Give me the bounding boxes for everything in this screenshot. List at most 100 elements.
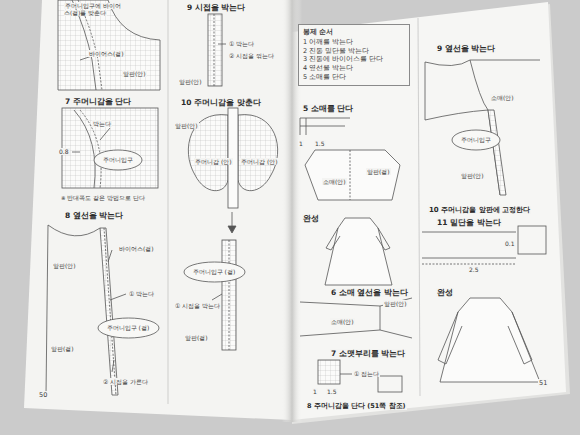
step-heading: 10 주머니감을 앞판에 고정한다 [428, 206, 531, 214]
part-label: 소매(안) [322, 178, 347, 185]
part-label: 51 [538, 379, 548, 387]
step-item: 3 진동에 바이어스를 단다 [303, 55, 405, 64]
part-label: 1 [298, 140, 304, 147]
part-label: ① 박는다 [228, 40, 255, 47]
part-label: 주머니입구에 바이어스(겉)를 맞춘다 [64, 3, 121, 16]
part-label: ② 시접을 꺾는다 [228, 52, 275, 59]
part-label: 1.5 [314, 140, 326, 147]
part-label: 50 [38, 391, 48, 399]
part-label: ① 시접을 박는다 [174, 302, 221, 309]
step-heading: 6 소매 옆선을 박는다 [330, 288, 409, 297]
part-label: ② 시접을 가른다 [102, 378, 149, 385]
part-label: 2.5 [468, 266, 480, 273]
part-label: ② 시접을 가른다 [102, 378, 149, 385]
part-label: 앞판(안) [460, 172, 485, 179]
part-label: 0.8 [58, 148, 70, 155]
oval-label: 주머니입구 [461, 136, 491, 143]
part-label: 소매(안) [330, 318, 355, 325]
part-label: 주머니감 (안) [194, 158, 233, 165]
part-label: 박는다 [92, 120, 112, 127]
part-label: 바이어스(겉) [88, 50, 125, 57]
part-label: 주머니감 (안) [240, 158, 279, 165]
part-label: 1.5 [314, 140, 326, 147]
step-heading: 11 밑단을 박는다 [436, 218, 502, 227]
step-heading: 10 주머니감을 앞판에 고정한다 [428, 206, 531, 214]
step-item: 1 어깨를 박는다 [303, 38, 405, 47]
step-heading: 7 주머니감을 단다 [64, 97, 132, 106]
step-heading: 10 주머니감을 맞춘다 [180, 98, 262, 107]
part-label: 주머니감 (안) [240, 158, 279, 165]
part-label: 앞판(겉) [366, 168, 391, 175]
part-label: 앞판(안) [122, 70, 147, 77]
oval-outline [98, 318, 159, 338]
part-label: 앞판(안) [122, 70, 147, 77]
step-heading: 7 소맷부리를 박는다 [330, 349, 406, 358]
oval-outline [452, 130, 500, 150]
part-label: 앞판(안) [52, 262, 77, 269]
step-heading: 완성 [436, 288, 454, 297]
part-label: 1.5 [326, 388, 338, 395]
part-label: 주머니감 (안) [194, 158, 233, 165]
pocket-oval: 주머니입구 [451, 129, 501, 151]
step-heading: 8 옆선을 박는다 [64, 211, 124, 220]
part-label: 0.1 [504, 240, 516, 247]
step-heading: 9 시접을 박는다 [186, 3, 246, 12]
part-label: 앞판(안) [178, 78, 203, 85]
step-heading: 9 옆선을 박는다 [436, 44, 496, 53]
part-label: 앞판(겉) [184, 334, 209, 341]
part-label: 앞판(안) [52, 262, 77, 269]
step-heading: 8 주머니감을 단다 (51쪽 참조) [306, 403, 407, 411]
part-label: 앞판(겉) [50, 345, 75, 352]
part-label: ① 박는다 [128, 290, 155, 297]
part-label: 2.5 [468, 266, 480, 273]
step-item: 5 소매를 단다 [303, 73, 405, 82]
step-heading: 6 소매 옆선을 박는다 [330, 288, 409, 297]
part-label: 앞판(겉) [50, 345, 75, 352]
instruction-box: 봉제 순서1 어깨를 박는다2 진동 밑단을 박는다3 진동에 바이어스를 단다… [298, 24, 410, 86]
part-label: ① 박는다 [128, 290, 155, 297]
part-label: 1 [312, 388, 318, 395]
step-heading: 7 주머니감을 단다 [64, 97, 132, 106]
step-heading: 완성 [436, 288, 454, 297]
part-label: ※ 반대쪽도 같은 방법으로 단다 [60, 195, 146, 201]
part-label: 소매(안) [490, 94, 515, 101]
part-label: ※ 반대쪽도 같은 방법으로 단다 [60, 195, 146, 202]
pocket-oval: 주머니입구 [93, 149, 143, 171]
part-label: 앞판(안) [174, 122, 199, 129]
step-heading: 8 주머니감을 단다 (51쪽 참조) [306, 402, 407, 410]
part-label: 앞판(안) [383, 300, 408, 307]
step-heading: 완성 [302, 214, 320, 223]
part-label: 1 [312, 388, 318, 395]
part-label: 1.5 [326, 388, 338, 395]
step-heading: 7 소맷부리를 박는다 [330, 349, 406, 358]
part-label: 앞판(겉) [366, 168, 391, 175]
part-label: 앞판(안) [383, 300, 408, 307]
part-label: 앞판(겉) [184, 334, 209, 341]
part-label: 1 [298, 140, 304, 147]
part-label: ① 박는다 [228, 40, 255, 47]
part-label: ① 접는다 [353, 370, 380, 377]
part-label: ② 시접을 꺾는다 [228, 52, 275, 59]
part-label: 50 [38, 392, 48, 400]
step-heading: 5 소매를 단다 [302, 104, 354, 113]
step-heading: 10 주머니감을 맞춘다 [180, 98, 262, 107]
part-label: 소매(안) [322, 178, 347, 185]
box-heading: 봉제 순서 [303, 28, 405, 37]
part-label: 앞판(안) [178, 78, 203, 85]
oval-outline [184, 262, 245, 282]
part-label: 0.1 [504, 240, 516, 247]
step-item: 4 옆선을 박는다 [303, 64, 405, 73]
step-heading: 9 시접을 박는다 [186, 3, 246, 12]
part-label: 소매(안) [330, 318, 355, 325]
pocket-oval: 주머니입구 (겉) [97, 317, 160, 339]
step-heading: 9 옆선을 박는다 [436, 44, 496, 53]
part-label: 바이어스(겉) [88, 50, 125, 57]
step-heading: 11 밑단을 박는다 [436, 218, 502, 227]
part-label: 0.8 [58, 148, 70, 155]
part-label: 51 [538, 380, 548, 388]
step-heading: 5 소매를 단다 [302, 104, 354, 113]
oval-outline [94, 150, 142, 170]
part-label: 바이어스(겉) [118, 245, 155, 252]
step-heading: 8 옆선을 박는다 [64, 211, 124, 220]
